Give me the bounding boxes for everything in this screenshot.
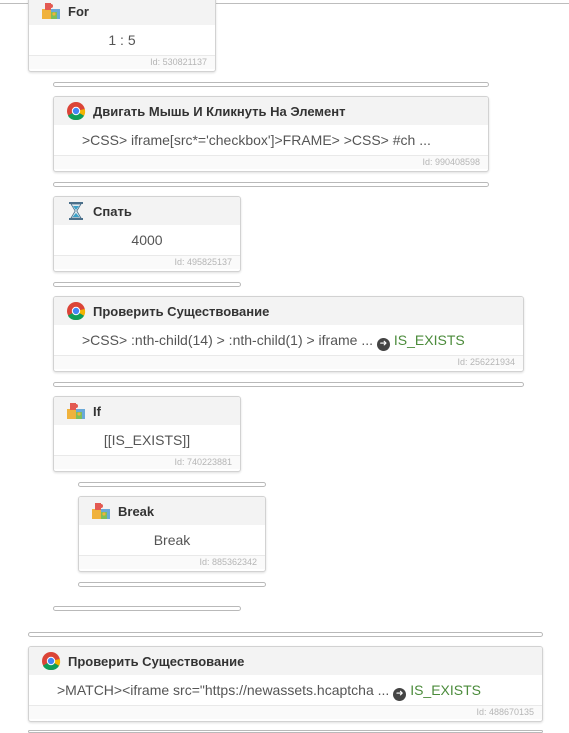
puzzle-icon	[66, 401, 86, 421]
block-header: If	[54, 397, 240, 425]
block-body: 1 : 5	[108, 32, 136, 48]
drop-separator[interactable]	[78, 482, 266, 487]
block-title: Двигать Мышь И Кликнуть На Элемент	[93, 103, 346, 119]
hourglass-icon	[66, 201, 86, 221]
drop-separator[interactable]	[28, 632, 543, 637]
check-exists-block[interactable]: Проверить Существование >CSS> :nth-child…	[53, 296, 524, 372]
drop-separator[interactable]	[78, 582, 266, 587]
block-id: Id: 488670135	[29, 705, 542, 719]
arrow-right-circle-icon: ➜	[376, 338, 390, 351]
break-block[interactable]: Break Break Id: 885362342	[78, 496, 266, 572]
drop-separator[interactable]	[53, 82, 489, 87]
block-header: For	[29, 0, 215, 25]
check-exists-block[interactable]: Проверить Существование >MATCH><iframe s…	[28, 646, 543, 722]
block-id: Id: 530821137	[29, 55, 215, 69]
result-variable: IS_EXISTS	[393, 332, 465, 348]
block-header: Проверить Существование	[29, 647, 542, 675]
chrome-icon	[66, 101, 86, 121]
block-title: Break	[118, 503, 155, 519]
block-header: Break	[79, 497, 265, 525]
chrome-icon	[41, 651, 61, 671]
selector-text: >CSS> :nth-child(14) > :nth-child(1) > i…	[82, 332, 374, 348]
puzzle-icon	[41, 1, 61, 21]
block-header: Проверить Существование	[54, 297, 523, 325]
block-title: For	[68, 3, 89, 19]
block-id: Id: 740223881	[54, 455, 240, 469]
block-body: 4000	[131, 232, 163, 248]
result-variable: IS_EXISTS	[410, 682, 481, 698]
selector-text: >MATCH><iframe src="https://newassets.hc…	[57, 682, 390, 698]
block-id: Id: 990408598	[54, 155, 488, 169]
block-body: >CSS> iframe[src*='checkbox']>FRAME> >CS…	[82, 132, 431, 148]
block-id: Id: 256221934	[54, 355, 523, 369]
puzzle-icon	[91, 501, 111, 521]
block-header: Спать	[54, 197, 240, 225]
block-body: Break	[153, 532, 191, 548]
block-header: Двигать Мышь И Кликнуть На Элемент	[54, 97, 488, 125]
block-id: Id: 495825137	[54, 255, 240, 269]
for-block[interactable]: For 1 : 5 Id: 530821137	[28, 0, 216, 72]
sleep-block[interactable]: Спать 4000 Id: 495825137	[53, 196, 241, 272]
block-title: If	[93, 403, 101, 419]
chrome-icon	[66, 301, 86, 321]
top-border	[0, 3, 569, 4]
block-title: Спать	[93, 203, 132, 219]
drop-separator[interactable]	[53, 282, 241, 287]
block-id: Id: 885362342	[79, 555, 265, 569]
block-body: >CSS> :nth-child(14) > :nth-child(1) > i…	[54, 325, 523, 355]
block-body: >MATCH><iframe src="https://newassets.hc…	[29, 675, 542, 705]
drop-separator[interactable]	[53, 606, 241, 611]
if-block[interactable]: If [[IS_EXISTS]] Id: 740223881	[53, 396, 241, 472]
arrow-right-circle-icon: ➜	[393, 688, 407, 701]
move-click-block[interactable]: Двигать Мышь И Кликнуть На Элемент >CSS>…	[53, 96, 489, 172]
block-body: [[IS_EXISTS]]	[103, 432, 191, 448]
block-title: Проверить Существование	[68, 653, 245, 669]
drop-separator[interactable]	[53, 382, 524, 387]
drop-separator[interactable]	[53, 182, 489, 187]
block-title: Проверить Существование	[93, 303, 270, 319]
